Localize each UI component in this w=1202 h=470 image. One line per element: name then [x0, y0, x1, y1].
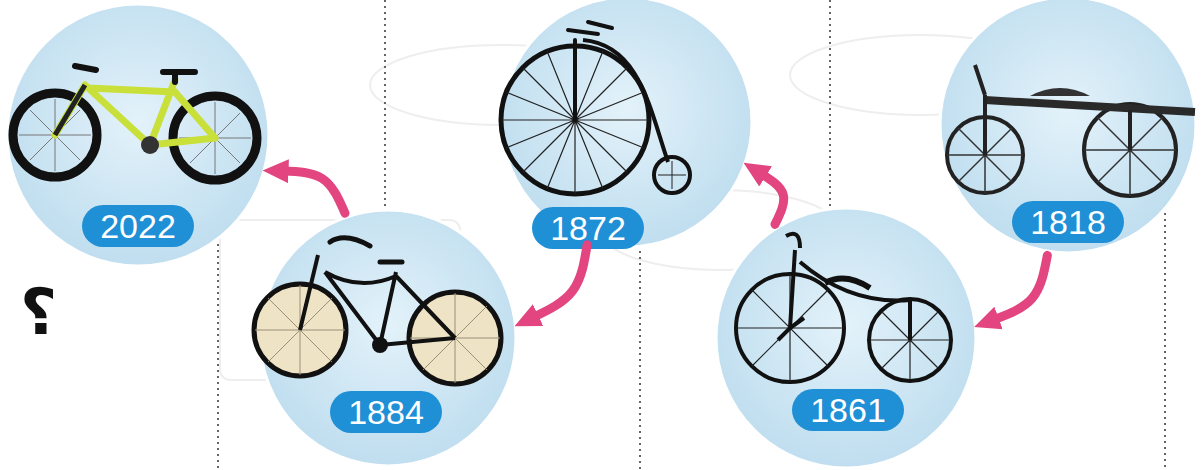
modern-bicycle — [13, 66, 257, 180]
wheel — [654, 157, 690, 193]
progression-arrow — [533, 245, 588, 318]
fork — [975, 65, 1130, 155]
circle-fill — [7, 4, 269, 266]
saddle-handlebar — [75, 66, 195, 82]
saddle — [1030, 88, 1090, 96]
spokes — [658, 161, 686, 189]
spokes — [410, 293, 500, 383]
spokes — [736, 274, 844, 382]
wheel — [1084, 104, 1176, 196]
progression-arrow — [993, 255, 1047, 320]
saddle-handlebar — [568, 22, 612, 120]
progression-arrow — [761, 173, 784, 224]
connectors — [283, 171, 1048, 320]
pedals — [778, 318, 804, 340]
spokes — [255, 285, 345, 375]
spokes — [1084, 104, 1176, 196]
progression-arrow — [283, 171, 345, 213]
year-badge: 2022 — [82, 205, 194, 247]
year-circle: 1861 — [714, 206, 978, 470]
crank — [141, 136, 159, 154]
beam — [985, 100, 1195, 112]
year-circle: 1872 — [500, 0, 754, 249]
frame — [300, 255, 455, 345]
draisine — [947, 65, 1195, 196]
saddle — [825, 279, 870, 288]
year-badge: 1884 — [330, 391, 442, 433]
spokes — [19, 99, 251, 174]
saddle-handlebar — [330, 238, 402, 262]
wheel — [13, 93, 97, 177]
frame — [55, 80, 215, 145]
circle-fill — [940, 0, 1196, 253]
wheel — [501, 46, 649, 194]
year-circle: 2022 — [5, 2, 271, 268]
crank — [372, 337, 388, 353]
year-circle: 1884 — [258, 208, 518, 468]
fork — [55, 85, 85, 135]
circle-fill — [716, 208, 976, 468]
spokes — [870, 300, 950, 380]
circle-fill — [260, 210, 516, 466]
frame — [786, 234, 910, 340]
year-circle: 1818 — [938, 0, 1198, 255]
year-badge: 1818 — [1012, 201, 1124, 243]
wheel — [736, 274, 844, 382]
wheel — [254, 284, 346, 376]
year-badge: 1861 — [792, 389, 904, 431]
wheel — [869, 299, 951, 381]
velocipede — [736, 234, 951, 382]
backbone — [583, 40, 668, 162]
wheel — [173, 96, 257, 180]
year-badge: 1872 — [532, 207, 644, 249]
wheel — [947, 117, 1023, 193]
penny-farthing — [501, 22, 690, 194]
wheel — [409, 292, 501, 384]
spokes — [947, 117, 1023, 193]
safety-bicycle — [254, 238, 501, 384]
spokes — [501, 46, 649, 194]
question-mark: ؟ — [20, 275, 57, 349]
